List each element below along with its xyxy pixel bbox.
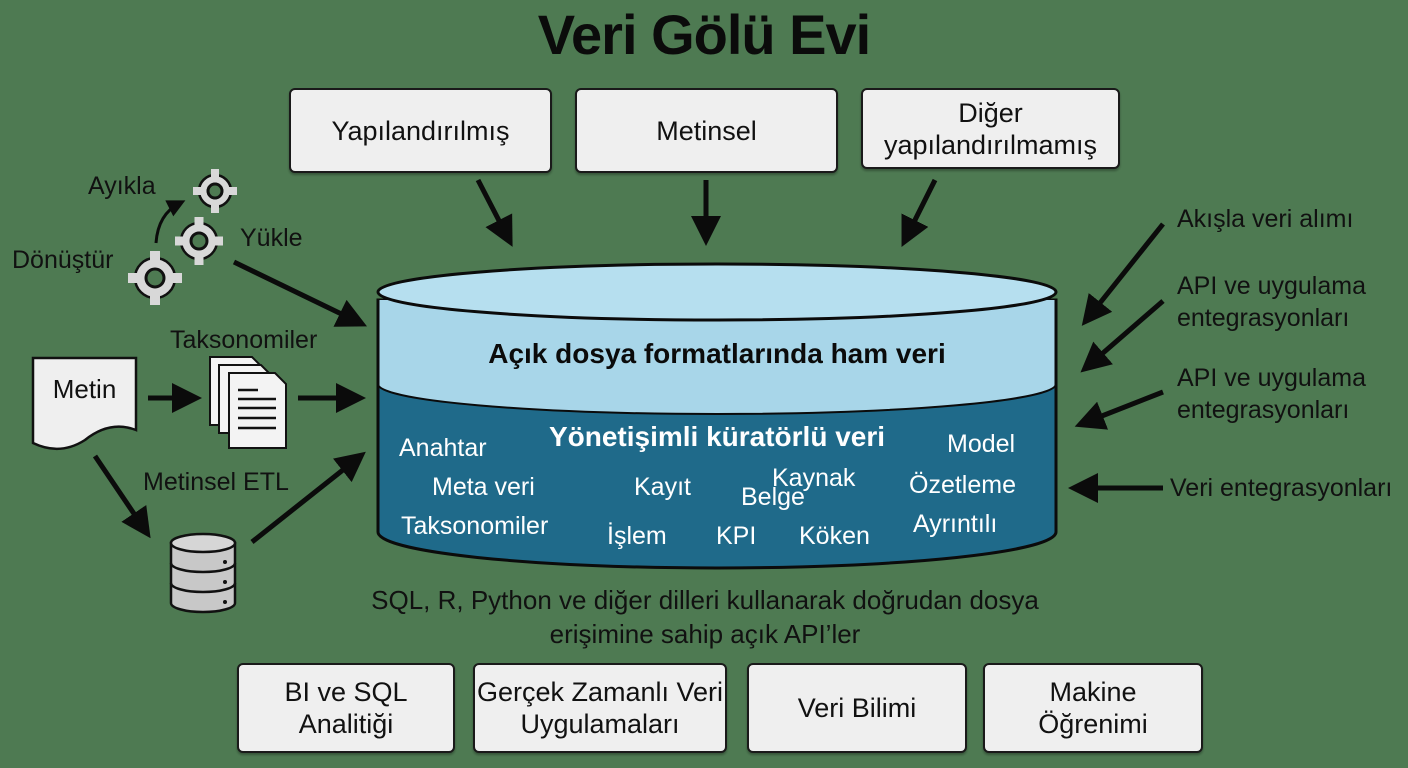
arrow-metin-to-database xyxy=(92,454,151,539)
consumer-data-science: Veri Bilimi xyxy=(747,663,967,753)
source-structured-label: Yapılandırılmış xyxy=(331,115,510,146)
source-api-integrations-1-label: API ve uygulama entegrasyonları xyxy=(1177,272,1366,332)
consumer-machine-learning: Makine Öğrenimi xyxy=(983,663,1203,753)
consumer-bi-sql-label: BI ve SQL Analitiği xyxy=(284,677,408,739)
consumer-realtime-apps: Gerçek Zamanlı Veri Uygulamaları xyxy=(473,663,727,753)
arrow-unstructured-to-lake xyxy=(901,178,938,247)
source-textual: Metinsel xyxy=(575,88,838,173)
term-kaynak: Kaynak xyxy=(772,464,856,492)
term-islem: İşlem xyxy=(607,522,667,550)
consumer-realtime-apps-label: Gerçek Zamanlı Veri Uygulamaları xyxy=(476,677,724,739)
source-other-unstructured-label: Diğer yapılandırılmamış xyxy=(883,97,1098,160)
consumer-data-science-label: Veri Bilimi xyxy=(797,693,917,723)
etl-transform-label: Dönüştür xyxy=(12,246,114,274)
term-belge: Belge xyxy=(741,483,805,511)
documents-icon xyxy=(209,356,287,449)
source-streaming-label: Akışla veri alımı xyxy=(1177,205,1354,233)
data-lake-cylinder xyxy=(376,262,1058,570)
arrow-etl-to-lake xyxy=(232,259,368,327)
arrow-api1-to-lake xyxy=(1080,299,1165,373)
arrow-transform-extract xyxy=(154,200,186,244)
page-title: Veri Gölü Evi xyxy=(537,3,871,66)
source-api-integrations-2-label: API ve uygulama entegrasyonları xyxy=(1177,364,1366,424)
etl-load-label: Yükle xyxy=(240,224,303,252)
term-model: Model xyxy=(947,430,1016,458)
term-kayit: Kayıt xyxy=(634,473,691,501)
etl-extract-label: Ayıkla xyxy=(88,172,156,200)
text-document-label: Metin xyxy=(52,374,117,404)
gears-icon xyxy=(128,169,237,305)
textual-etl-label: Metinsel ETL xyxy=(143,468,289,496)
consumer-machine-learning-label: Makine Öğrenimi xyxy=(1038,677,1148,739)
open-api-description: SQL, R, Python ve diğer dilleri kullanar… xyxy=(371,585,1039,649)
term-anahtar: Anahtar xyxy=(399,434,487,462)
taxonomies-label: Taksonomiler xyxy=(170,326,318,354)
source-data-integrations-label: Veri entegrasyonları xyxy=(1170,474,1393,502)
term-ozetleme: Özetleme xyxy=(909,471,1016,499)
consumer-bi-sql: BI ve SQL Analitiği xyxy=(237,663,455,753)
source-textual-label: Metinsel xyxy=(656,115,757,146)
arrow-api2-to-lake xyxy=(1074,389,1164,430)
term-ayrintili: Ayrıntılı xyxy=(913,510,998,538)
term-koken: Köken xyxy=(799,522,870,550)
arrow-streaming-to-lake xyxy=(1081,222,1165,326)
arrow-database-to-lake xyxy=(250,451,366,544)
term-meta-veri: Meta veri xyxy=(432,473,535,501)
source-structured: Yapılandırılmış xyxy=(289,88,552,173)
term-taksonomiler: Taksonomiler xyxy=(401,512,549,540)
text-document-icon xyxy=(31,356,138,450)
source-other-unstructured: Diğer yapılandırılmamış xyxy=(861,88,1120,169)
arrow-structured-to-lake xyxy=(475,178,513,247)
raw-data-layer-label: Açık dosya formatlarında ham veri xyxy=(488,338,946,369)
curated-data-layer-label: Yönetişimli küratörlü veri xyxy=(548,421,886,452)
database-icon xyxy=(169,532,237,614)
term-kpi: KPI xyxy=(716,522,757,550)
